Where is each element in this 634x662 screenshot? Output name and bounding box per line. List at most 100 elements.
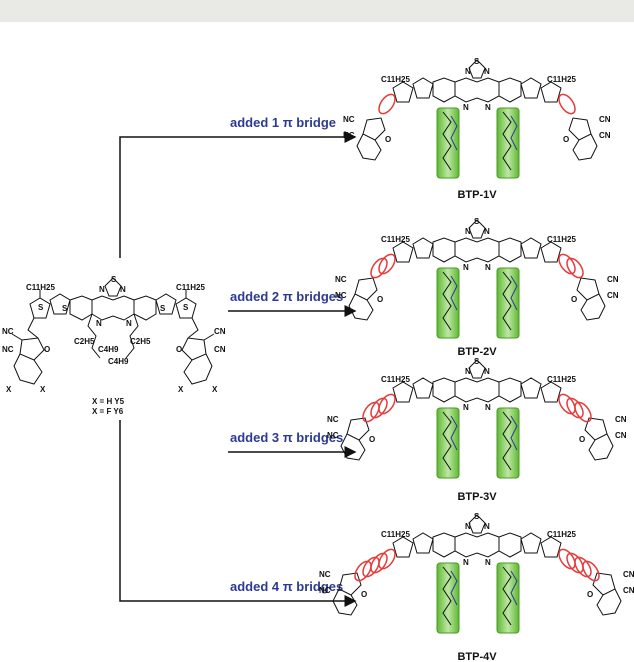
svg-text:NC: NC	[2, 345, 14, 354]
alkyl-right: C11H25	[547, 235, 576, 244]
atom-s: S	[474, 217, 480, 226]
variant-y6: X = F Y6	[92, 407, 124, 416]
svg-text:S: S	[38, 303, 44, 312]
pi-bridge-highlight	[574, 401, 592, 423]
atom-n: N	[484, 67, 490, 76]
side-chain-box	[436, 267, 460, 339]
oxo-right: O	[579, 435, 585, 444]
atom-n: N	[485, 103, 491, 112]
atom-s: S	[474, 57, 480, 66]
atom-s: S	[474, 357, 480, 366]
name-btp-2v: BTP-2V	[457, 346, 497, 358]
pi-bridge-highlight	[370, 257, 388, 279]
pi-bridge-highlight	[566, 552, 584, 574]
svg-text:CN: CN	[214, 345, 226, 354]
name-btp-3v: BTP-3V	[457, 491, 497, 503]
alkyl-left: C11H25	[381, 75, 410, 84]
alkyl-right: C11H25	[547, 530, 576, 539]
side-chain-boxes	[436, 267, 520, 339]
pi-bridge-highlight	[558, 93, 576, 115]
pi-bridge-highlight	[370, 397, 388, 419]
arrow-branch-1	[119, 131, 357, 258]
cyano-right: CN	[599, 131, 611, 140]
svg-text:CN: CN	[214, 327, 226, 336]
atom-n: N	[463, 263, 469, 272]
pi-bridge-highlight	[558, 548, 576, 570]
cyano-left: NC	[335, 275, 347, 284]
pi-bridge-highlight	[566, 397, 584, 419]
side-chain-box	[496, 107, 520, 179]
alkyl-left: C11H25	[381, 235, 410, 244]
oxo-right: O	[571, 295, 577, 304]
svg-text:O: O	[176, 345, 182, 354]
pi-bridge-highlight	[378, 548, 396, 570]
cyano-right: CN	[607, 291, 619, 300]
top-band	[0, 0, 634, 22]
svg-text:X: X	[178, 385, 184, 394]
atom-n: N	[465, 367, 471, 376]
oxo-right: O	[587, 590, 593, 599]
svg-text:S: S	[62, 304, 68, 313]
parent-molecule	[11, 277, 215, 385]
cyano-right: CN	[623, 570, 634, 579]
oxo-right: O	[563, 135, 569, 144]
arrow-branch-4	[119, 420, 357, 607]
pi-bridge-highlight	[558, 393, 576, 415]
svg-text:O: O	[44, 345, 50, 354]
side-chain-box	[496, 562, 520, 634]
svg-text:NC: NC	[2, 327, 14, 336]
oxo-left: O	[369, 435, 375, 444]
cyano-right: CN	[615, 415, 627, 424]
atom-n: N	[485, 403, 491, 412]
bridge-label-4: added 4 π bridges	[230, 579, 343, 594]
pi-bridge-group	[370, 253, 584, 279]
side-chain-box	[436, 562, 460, 634]
cyano-left: NC	[343, 115, 355, 124]
atom-n: N	[484, 367, 490, 376]
svg-text:C2H5: C2H5	[74, 337, 95, 346]
svg-text:C4H9: C4H9	[98, 345, 119, 354]
atom-n: N	[485, 558, 491, 567]
atom-n: N	[484, 227, 490, 236]
pi-bridge-highlight	[370, 552, 388, 574]
pi-bridge-highlight	[378, 393, 396, 415]
pi-bridge-highlight	[558, 253, 576, 275]
cyano-left: NC	[335, 291, 347, 300]
atom-n: N	[465, 227, 471, 236]
pi-bridge-group	[378, 93, 576, 115]
pi-bridge-highlight	[582, 560, 600, 582]
bridge-label-2: added 2 π bridges	[230, 289, 343, 304]
molecule-skeleton	[356, 59, 598, 161]
svg-text:S: S	[111, 275, 117, 284]
svg-text:N: N	[126, 319, 132, 328]
svg-text:X: X	[40, 385, 46, 394]
pi-bridge-highlight	[362, 556, 380, 578]
svg-text:N: N	[96, 319, 102, 328]
cyano-left: NC	[327, 415, 339, 424]
bridge-label-1: added 1 π bridge	[230, 115, 336, 130]
svg-text:S: S	[160, 304, 166, 313]
svg-text:X: X	[6, 385, 12, 394]
side-chain-box	[436, 407, 460, 479]
svg-text:N: N	[120, 285, 126, 294]
name-btp-4v: BTP-4V	[457, 651, 497, 662]
pi-bridge-highlight	[566, 257, 584, 279]
alkyl-left: C11H25	[381, 375, 410, 384]
name-btp-1v: BTP-1V	[457, 189, 497, 201]
atom-n: N	[465, 522, 471, 531]
svg-text:S: S	[183, 303, 189, 312]
pi-bridge-highlight	[354, 560, 372, 582]
svg-text:X: X	[212, 385, 218, 394]
atom-n: N	[463, 403, 469, 412]
oxo-left: O	[361, 590, 367, 599]
atom-n: N	[463, 558, 469, 567]
cyano-right: CN	[623, 586, 634, 595]
bridge-label-3: added 3 π bridges	[230, 430, 343, 445]
molecule-skeleton	[348, 219, 606, 321]
pi-bridge-highlight	[378, 253, 396, 275]
variant-y5: X = H Y5	[92, 397, 125, 406]
atom-s: S	[474, 512, 480, 521]
